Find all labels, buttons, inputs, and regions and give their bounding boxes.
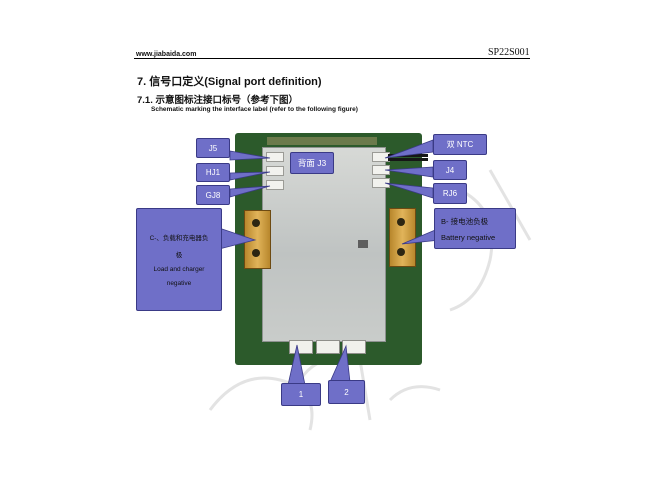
busbar-hole <box>252 219 260 227</box>
connector-gj8 <box>266 180 284 190</box>
label-port-2: 2 <box>328 380 365 404</box>
callout-c-minus-line4: negative <box>166 280 192 287</box>
busbar-hole <box>397 218 405 226</box>
callout-c-minus-line2: 极 <box>175 252 183 259</box>
board-chip <box>358 240 368 248</box>
label-j5: J5 <box>196 138 230 158</box>
label-rj6: RJ6 <box>433 183 467 204</box>
header-doc-code: SP22S001 <box>488 47 530 58</box>
label-back-j3: 背面 J3 <box>290 152 334 174</box>
header-site: www.jiabaida.com <box>136 51 197 58</box>
label-gj8: GJ8 <box>196 185 230 205</box>
callout-b-minus-line1: B- 接电池负极 <box>441 216 489 226</box>
watermark <box>208 169 532 431</box>
label-port-1: 1 <box>281 383 321 406</box>
callout-b-minus-line2: Battery negative <box>441 232 496 242</box>
section-subtitle: 7.1. 示意图标注接口标号（参考下图） <box>137 95 298 106</box>
ntc-wire <box>388 158 428 161</box>
figure-caption: Schematic marking the interface label (r… <box>151 106 358 113</box>
connector-port1 <box>289 340 313 354</box>
label-dual-ntc: 双 NTC <box>433 134 487 155</box>
callout-b-minus: B- 接电池负极 Battery negative <box>434 208 516 249</box>
callout-c-minus-line3: Load and charger <box>153 266 205 273</box>
connector-port2a <box>316 340 340 354</box>
board-top-strip <box>267 137 377 145</box>
header-divider <box>134 58 530 59</box>
callout-c-minus: C-、负载和充电器负 极 Load and charger negative <box>136 208 222 311</box>
connector-port2b <box>342 340 366 354</box>
label-hj1: HJ1 <box>196 163 230 182</box>
label-j4: J4 <box>433 160 467 180</box>
section-title: 7. 信号口定义(Signal port definition) <box>137 76 322 88</box>
callout-c-minus-line1: C-、负载和充电器负 <box>149 235 209 242</box>
busbar-hole <box>397 248 405 256</box>
busbar-b-minus <box>389 208 416 267</box>
connector-rj6 <box>372 178 390 188</box>
connector-hj1 <box>266 166 284 176</box>
busbar-hole <box>252 249 260 257</box>
